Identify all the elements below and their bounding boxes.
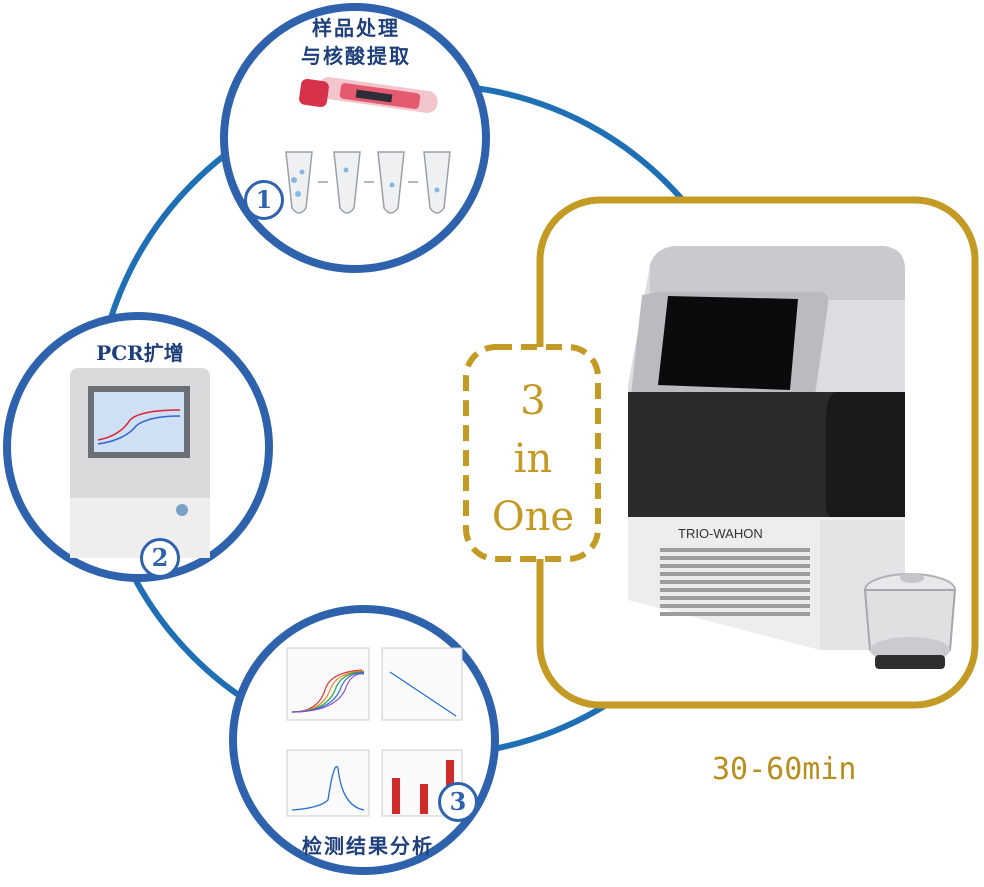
three-in-one-line3: One <box>491 494 575 540</box>
step-2-label: PCR扩增 <box>96 341 184 365</box>
pcr-instrument-image: TRIO-WAHON <box>628 246 957 669</box>
step-3-number-badge: 3 <box>438 782 478 822</box>
three-in-one-text: 3 in One <box>478 372 588 546</box>
step-2-number-badge: 2 <box>140 538 180 578</box>
device-brand-text: TRIO-WAHON <box>678 526 763 541</box>
three-in-one-line2: in <box>513 436 553 482</box>
microtube-sequence-image <box>285 151 451 214</box>
step-1-label-line1: 样品处理 <box>312 16 400 40</box>
step-1-number-badge: 1 <box>244 180 284 220</box>
step-1-label: 样品处理 与核酸提取 <box>290 14 422 70</box>
three-in-one-box <box>463 344 601 562</box>
sample-tube-image <box>299 77 438 113</box>
step-1-label-line2: 与核酸提取 <box>301 44 411 68</box>
pcr-machine-image <box>70 368 210 558</box>
duration-text: 30-60min <box>712 752 857 787</box>
step-1-circle <box>220 3 490 273</box>
three-in-one-line1: 3 <box>520 378 546 424</box>
step-3-label: 检测结果分析 <box>302 834 434 858</box>
